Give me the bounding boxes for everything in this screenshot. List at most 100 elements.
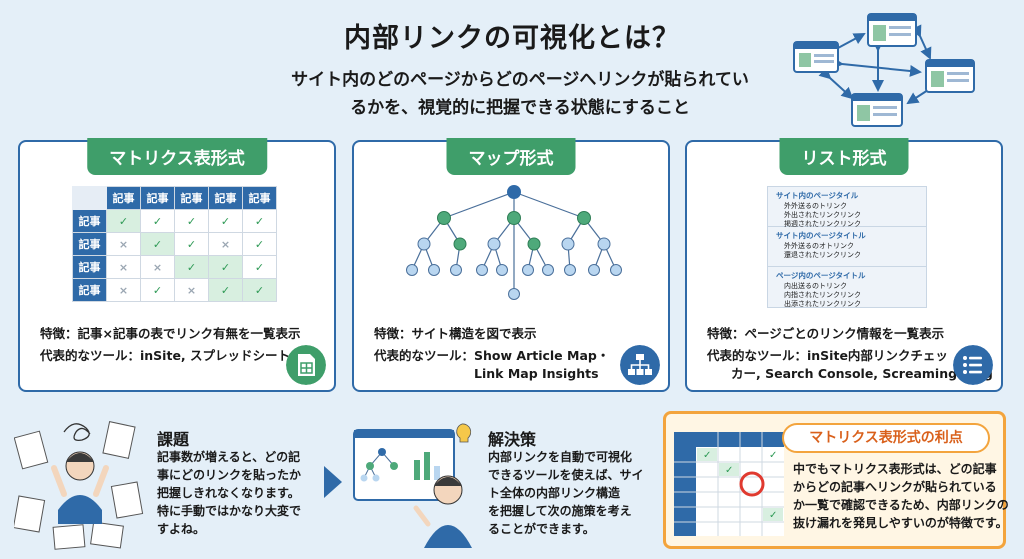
matrix-row: 記事×✓×✓✓ <box>72 278 277 302</box>
advantage-text-line: 中でもマトリクス表形式は、どの記事 <box>793 462 997 476</box>
solution-text: 内部リンクを自動で可視化 できるツールを使えば、サイ ト全体の内部リンク構造 を… <box>488 448 644 538</box>
card-map: マップ形式 特徴：サイト構造を図で表示 代表的なツール：Show Article… <box>352 138 670 392</box>
issue-text-line: 把握しきれなくなります。 <box>157 486 300 500</box>
list-section: サイト内のページタイトル 外外送るのオトリンク 還退されたリンクリンク <box>768 227 926 267</box>
arrow-right-icon <box>324 466 342 498</box>
solution-title: 解決策 <box>488 430 537 449</box>
matrix-row-header: 記事 <box>72 278 107 302</box>
matrix-corner <box>72 186 107 210</box>
subtitle-line-2: るかを、視覚的に把握できる状態にすること <box>350 98 690 118</box>
solution-text-line: ト全体の内部リンク構造 <box>488 486 621 500</box>
list-item: 外外送るのオトリンク <box>784 242 854 250</box>
sitemap-icon <box>620 345 660 385</box>
card-list-tools-line1: 代表的なツール：inSite内部リンクチェッ <box>707 348 948 363</box>
subtitle-line-1: サイト内のどのページからどのページへリンクが貼られてい <box>291 70 749 90</box>
svg-text:✓: ✓ <box>725 465 733 476</box>
matrix-cell-check: ✓ <box>140 232 175 256</box>
advantage-text-line: 抜け漏れを発見しやすいのが特徴です。 <box>793 516 1008 530</box>
matrix-cell-check: ✓ <box>140 278 175 302</box>
page-title: 内部リンクの可視化とは？ <box>344 23 680 54</box>
matrix-cell-check: ✓ <box>174 209 209 233</box>
list-section: ページ内のページタイトル 内出送るのトリンク 内指されたリンクリンク 出添された… <box>768 267 926 308</box>
matrix-cell-check: ✓ <box>242 255 277 279</box>
card-map-tools-line2: Link Map Insights <box>474 366 599 381</box>
list-item: 掲週されたリンクリンク <box>784 220 861 228</box>
matrix-cell-check: ✓ <box>140 209 175 233</box>
matrix-cell-check: ✓ <box>208 255 243 279</box>
matrix-cell-cross: × <box>208 232 243 256</box>
list-section-heading: サイト内のページタイル <box>776 191 859 200</box>
matrix-row: 記事××✓✓✓ <box>72 255 277 279</box>
matrix-cell-check: ✓ <box>106 209 141 233</box>
matrix-row-header: 記事 <box>72 255 107 279</box>
spreadsheet-icon <box>286 345 326 385</box>
svg-text:✓: ✓ <box>769 510 777 521</box>
list-item: 内指されたリンクリンク <box>784 291 861 299</box>
matrix-row: 記事✓✓✓✓✓ <box>72 209 277 233</box>
list-item: 外出されたリンクリンク <box>784 211 861 219</box>
issue-text-line: 特に手動ではかなり大変で <box>157 504 302 518</box>
matrix-cell-check: ✓ <box>208 278 243 302</box>
matrix-col-header: 記事 <box>140 186 175 210</box>
page-window-icon <box>793 41 839 73</box>
card-matrix-tools: 代表的なツール：inSite, スプレッドシート <box>40 348 291 363</box>
card-map-tools-line1: 代表的なツール：Show Article Map・ <box>374 348 610 363</box>
matrix-row: 記事×✓✓×✓ <box>72 232 277 256</box>
matrix-col-header: 記事 <box>242 186 277 210</box>
card-list-feature: 特徴：ページごとのリンク情報を一覧表示 <box>707 326 945 341</box>
card-matrix: マトリクス表形式 記事 記事 記事 記事 記事 記事✓✓✓✓✓記事×✓✓×✓記事… <box>18 138 336 392</box>
stressed-person-illustration <box>14 421 144 550</box>
solution-text-line: を把握して次の施策を考え <box>488 504 632 518</box>
solution-text-line: 内部リンクを自動で可視化 <box>488 450 633 464</box>
matrix-row-header: 記事 <box>72 209 107 233</box>
page-network-illustration <box>793 13 975 127</box>
matrix-table: 記事 記事 記事 記事 記事 記事✓✓✓✓✓記事×✓✓×✓記事××✓✓✓記事×✓… <box>72 186 277 302</box>
list-section: サイト内のページタイル 外外送るのトリンク 外出されたリンクリンク 掲週されたリ… <box>768 187 926 228</box>
list-panel: サイト内のページタイル 外外送るのトリンク 外出されたリンクリンク 掲週されたリ… <box>767 186 927 308</box>
matrix-cell-check: ✓ <box>208 209 243 233</box>
card-matrix-title: マトリクス表形式 <box>87 138 267 175</box>
issue-text-line: 事にどのリンクを貼ったか <box>157 468 302 482</box>
list-item: 外外送るのトリンク <box>784 202 847 210</box>
matrix-cell-check: ✓ <box>174 255 209 279</box>
advantage-text-line: か一覧で確認できるため、内部リンクの <box>793 498 1009 512</box>
matrix-cell-check: ✓ <box>174 232 209 256</box>
issue-text: 記事数が増えると、どの記 事にどのリンクを貼ったか 把握しきれなくなります。 特… <box>157 448 301 538</box>
list-item: 内出送るのトリンク <box>784 282 847 290</box>
matrix-col-header: 記事 <box>208 186 243 210</box>
svg-text:✓: ✓ <box>703 450 711 461</box>
card-matrix-feature: 特徴：記事×記事の表でリンク有無を一覧表示 <box>40 326 301 341</box>
solution-text-line: ることができます。 <box>488 522 595 536</box>
matrix-cell-cross: × <box>106 255 141 279</box>
card-map-title: マップ形式 <box>446 138 576 175</box>
svg-text:✓: ✓ <box>769 450 777 461</box>
advantage-text: 中でもマトリクス表形式は、どの記事 からどの記事へリンクが貼られている か一覧で… <box>793 460 1009 532</box>
solution-person-illustration <box>353 423 472 548</box>
list-item: 出添されたリンクリンク <box>784 300 861 308</box>
matrix-col-header: 記事 <box>106 186 141 210</box>
matrix-row-header: 記事 <box>72 232 107 256</box>
card-list: リスト形式 サイト内のページタイル 外外送るのトリンク 外出されたリンクリンク … <box>685 138 1003 392</box>
issue-title: 課題 <box>157 430 190 449</box>
matrix-cell-cross: × <box>140 255 175 279</box>
list-icon <box>953 345 993 385</box>
list-section-heading: サイト内のページタイトル <box>776 231 866 240</box>
page-subtitle: サイト内のどのページからどのページへリンクが貼られてい るかを、視覚的に把握でき… <box>240 66 800 122</box>
issue-text-line: 記事数が増えると、どの記 <box>157 450 301 464</box>
matrix-col-header: 記事 <box>174 186 209 210</box>
map-tree-diagram <box>406 185 622 300</box>
card-list-title: リスト形式 <box>779 138 909 175</box>
matrix-cell-cross: × <box>174 278 209 302</box>
matrix-cell-check: ✓ <box>242 209 277 233</box>
card-map-feature: 特徴：サイト構造を図で表示 <box>374 326 537 341</box>
matrix-cell-cross: × <box>106 278 141 302</box>
matrix-grid-illustration: ✓ ✓ ✓ ✓ <box>674 432 784 536</box>
matrix-cell-check: ✓ <box>242 232 277 256</box>
advantage-text-line: からどの記事へリンクが貼られている <box>793 480 997 494</box>
solution-text-line: できるツールを使えば、サイ <box>488 468 644 482</box>
matrix-cell-cross: × <box>106 232 141 256</box>
list-section-heading: ページ内のページタイトル <box>776 271 866 280</box>
list-item: 還退されたリンクリンク <box>784 251 861 259</box>
card-list-tools-line2: カー, Search Console, Screaming Frog <box>731 366 993 381</box>
issue-text-line: すよね。 <box>157 522 206 536</box>
